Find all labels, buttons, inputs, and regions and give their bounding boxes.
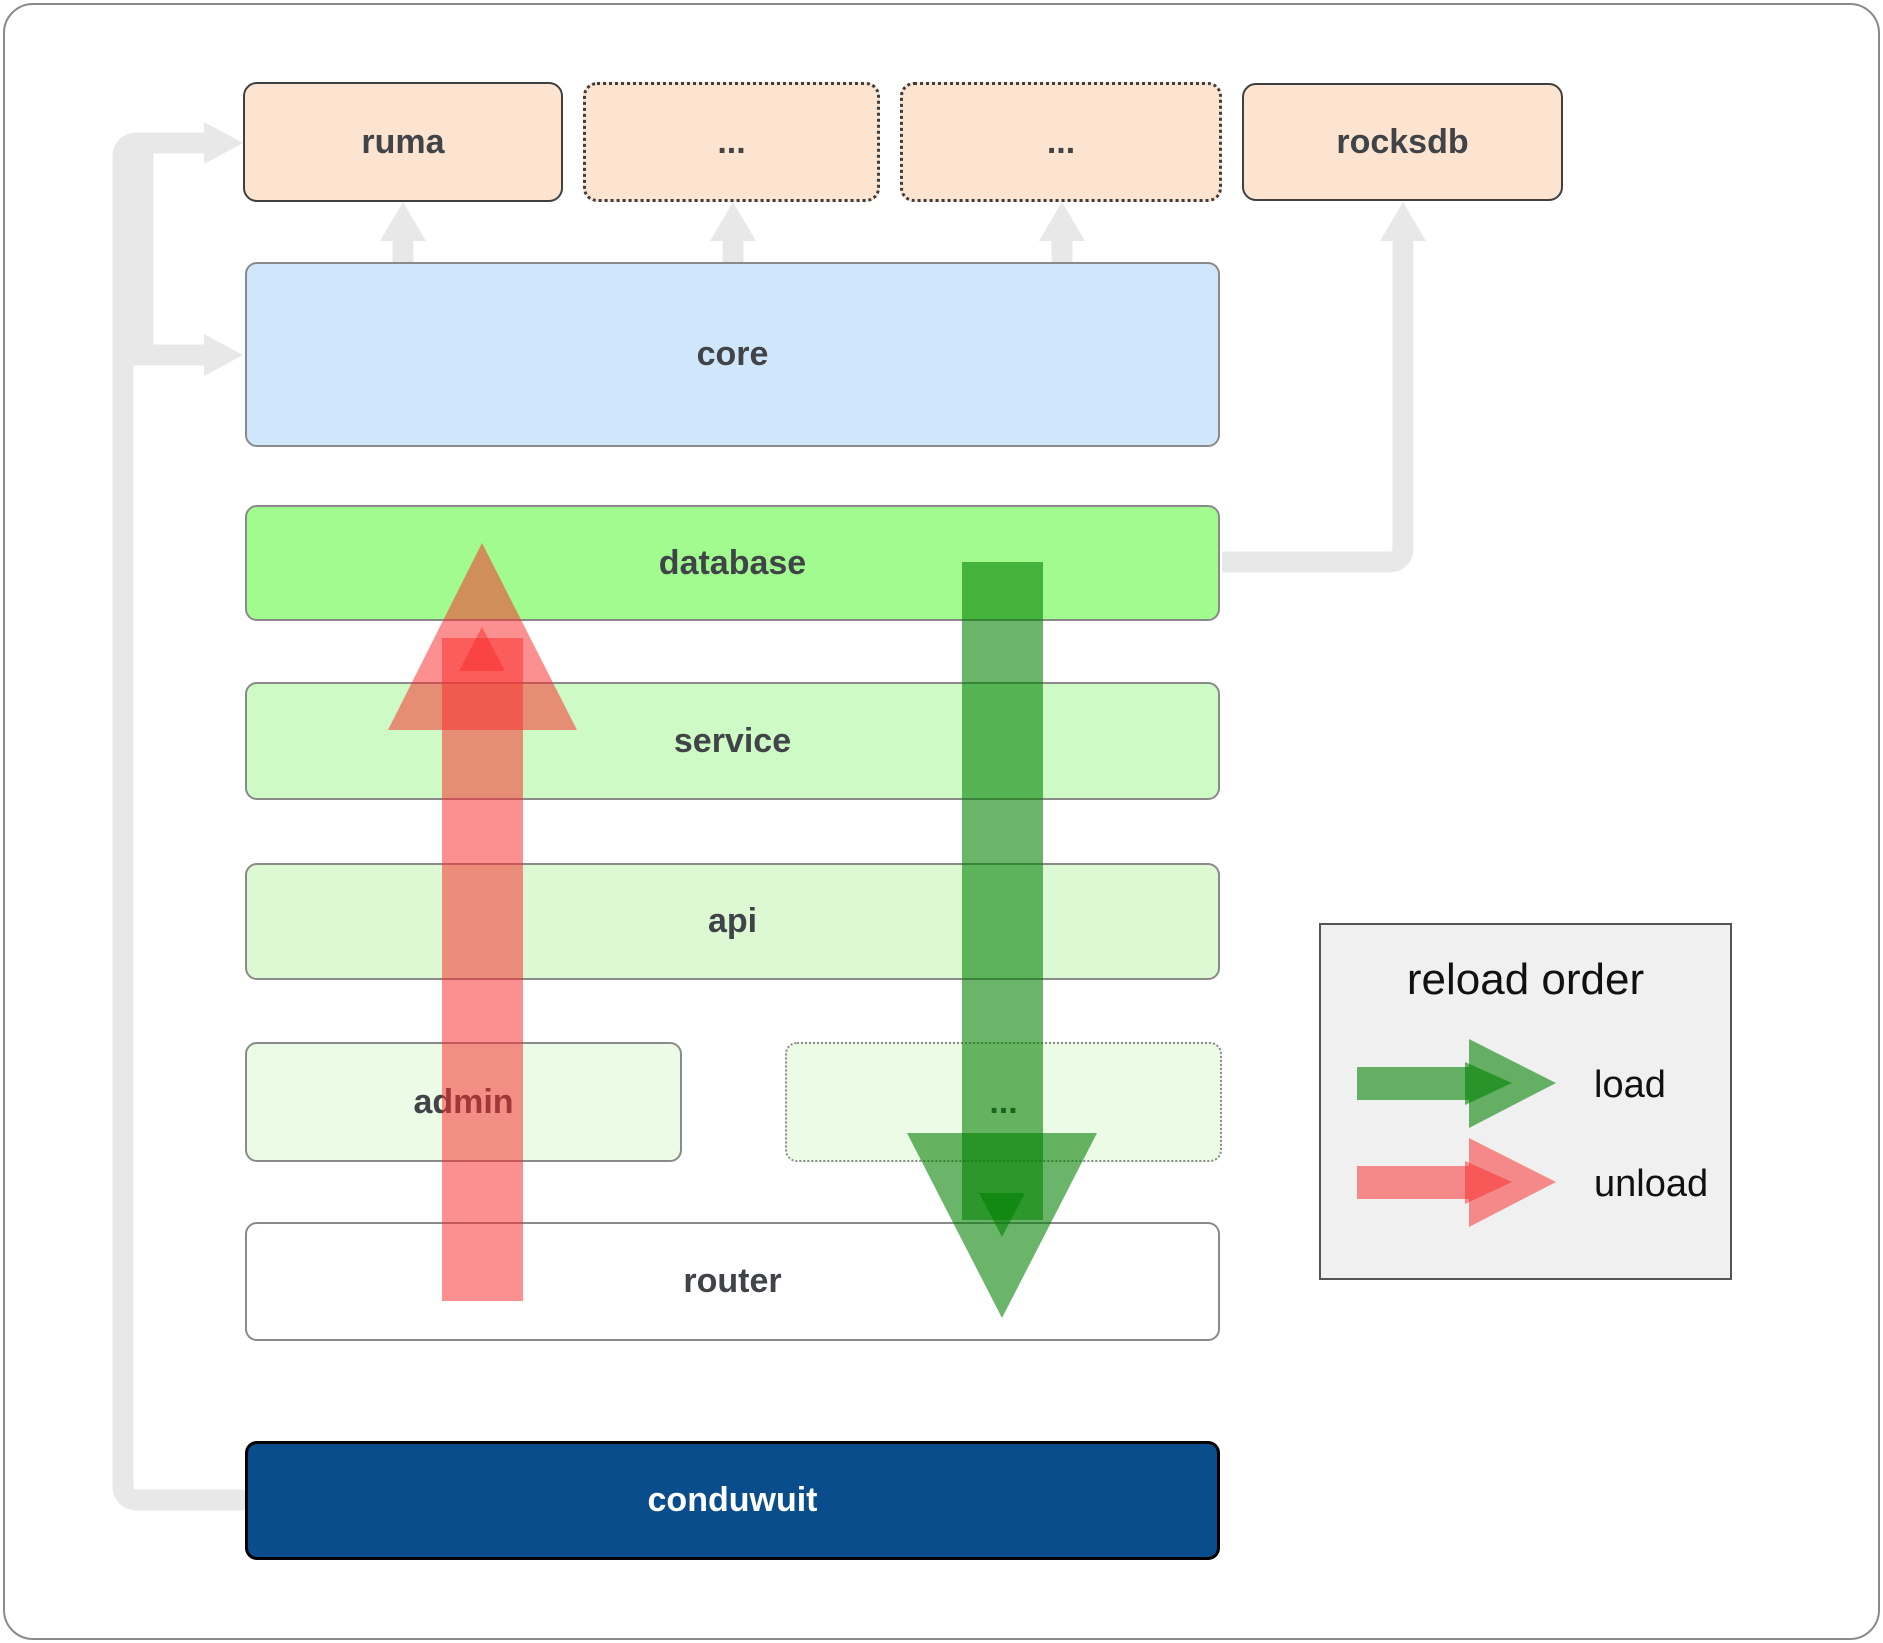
node-router: router (245, 1222, 1220, 1341)
node-conduwuit-label: conduwuit (647, 1481, 818, 1519)
node-core: core (245, 262, 1220, 447)
arrowhead-into-ruma (204, 122, 243, 164)
node-admin: admin (245, 1042, 682, 1162)
node-core-label: core (696, 335, 769, 373)
node-database-label: database (658, 543, 807, 582)
core-to-top-row-arrows (380, 202, 1085, 265)
node-service-label: service (673, 721, 792, 760)
node-ellipsis-3-label: ... (989, 1082, 1018, 1121)
node-rocksdb-label: rocksdb (1336, 122, 1469, 161)
arrowhead-into-ruma-from-core (380, 202, 426, 241)
outer-border (3, 3, 1880, 1640)
node-admin-label: admin (413, 1082, 514, 1121)
node-api-label: api (707, 902, 758, 940)
node-ellipsis-2-label: ... (1046, 122, 1076, 161)
conduwuit-to-ruma-connector (112, 122, 245, 1511)
node-api: api (245, 863, 1220, 980)
node-ellipsis-1-label: ... (717, 122, 746, 161)
unload-arrow-marker (459, 627, 505, 671)
node-router-label: router (683, 1262, 782, 1300)
legend-unload-label: unload (1594, 1163, 1709, 1205)
legend-reload-order: reload order load unload (1319, 923, 1732, 1280)
node-service: service (245, 682, 1220, 800)
conduwuit-to-core-connector (132, 153, 243, 376)
legend-load-label: load (1594, 1064, 1666, 1106)
arrowhead-into-etc2 (1039, 202, 1085, 241)
node-ruma-label: ruma (361, 122, 445, 161)
arrowhead-into-core (204, 334, 243, 376)
node-ellipsis-2: ... (900, 82, 1222, 202)
arrowhead-into-etc1 (710, 202, 756, 241)
legend-title: reload order (1406, 955, 1645, 1004)
node-database: database (245, 505, 1220, 621)
node-rocksdb: rocksdb (1242, 83, 1563, 201)
database-to-rocksdb-connector (1222, 202, 1426, 573)
arrowhead-into-rocksdb (1380, 202, 1426, 241)
node-conduwuit: conduwuit (245, 1441, 1220, 1560)
node-ellipsis-3: ... (785, 1042, 1222, 1162)
node-ruma: ruma (243, 82, 563, 202)
node-ellipsis-1: ... (583, 82, 880, 202)
